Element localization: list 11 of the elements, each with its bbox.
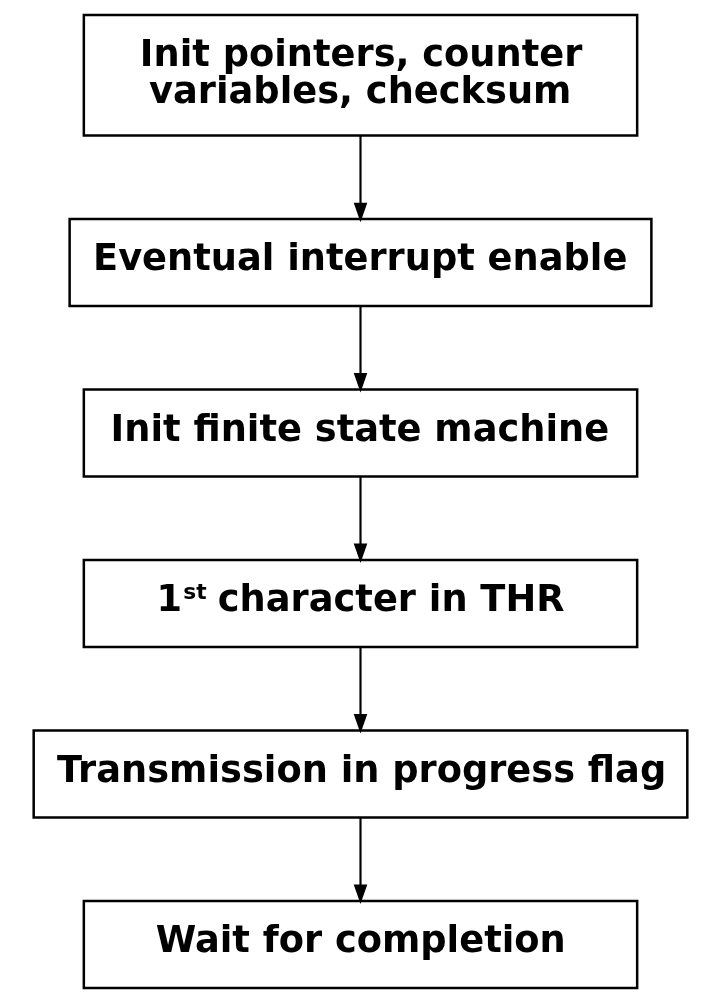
node-box: Transmission in progress flag [32,729,689,819]
arrow [353,476,368,563]
node-box: Init finite state machine [82,388,639,478]
arrow [353,306,368,393]
node-box: 1$^{st}$ character in THR [82,558,639,649]
node-box: Init pointers, counter variables, checksum [82,13,639,137]
arrow [353,135,368,223]
arrow [353,647,368,734]
arrow [353,817,368,904]
node-box: Eventual interrupt enable [68,217,653,308]
node-box: Wait for completion [82,899,639,990]
